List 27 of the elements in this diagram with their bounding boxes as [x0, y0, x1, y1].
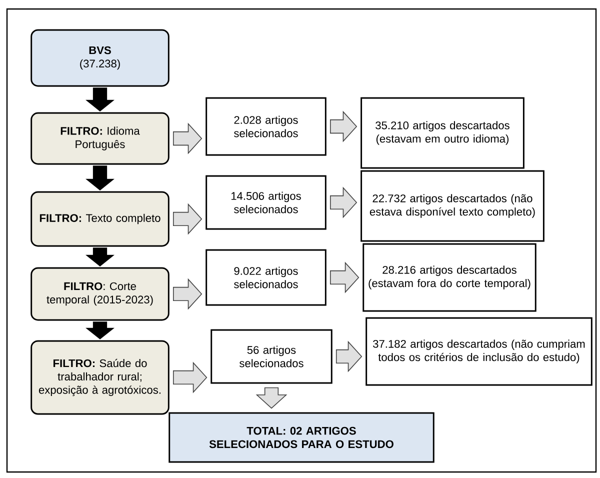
block-arrow: [173, 362, 208, 394]
block-arrow: [86, 166, 114, 190]
block-arrow: [330, 110, 358, 142]
block-arrow: [256, 387, 288, 409]
filter-box: FILTRO: Idioma Português: [30, 112, 170, 165]
block-arrow: [330, 262, 360, 294]
discarded-box: 28.216 artigos descartados (estavam fora do corte temporal): [362, 243, 536, 312]
discarded-box: 35.210 artigos descartados (estavam em outro idioma): [360, 97, 524, 169]
selected-box: 56 artigos selecionados: [210, 329, 332, 384]
block-arrow: [86, 88, 114, 112]
block-arrow: [86, 248, 114, 266]
filter-box: FILTRO: Saúde do trabalhador rural; exposição à agrotóxicos.: [30, 340, 170, 415]
block-arrow: [336, 340, 362, 372]
selected-box: 2.028 artigos selecionados: [206, 97, 326, 156]
filter-box: FILTRO: Texto completo: [30, 191, 170, 247]
discarded-box: 22.732 artigos descartados (não estava disponível texto completo): [360, 170, 544, 242]
block-arrow: [86, 322, 114, 340]
discarded-box: 37.182 artigos descartados (não cumpriam todos os critérios de inclusão do estudo): [366, 317, 592, 386]
source-box: BVS (37.238): [30, 29, 170, 87]
filter-box: FILTRO: Corte temporal (2015-2023): [30, 267, 170, 321]
block-arrow: [173, 122, 202, 154]
selected-box: 14.506 artigos selecionados: [206, 175, 326, 230]
block-arrow: [173, 278, 202, 310]
block-arrow: [173, 203, 202, 235]
total-box: TOTAL: 02 ARTIGOS SELECIONADOS PARA O ESTUDO: [168, 412, 434, 463]
block-arrow: [330, 186, 358, 218]
selected-box: 9.022 artigos selecionados: [206, 249, 326, 306]
